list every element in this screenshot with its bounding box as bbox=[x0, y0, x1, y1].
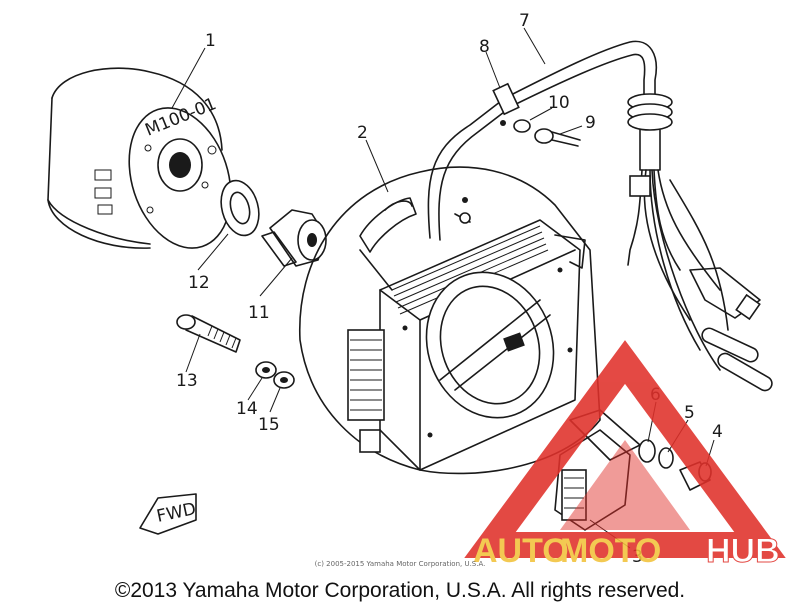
copyright-notice: ©2013 Yamaha Motor Corporation, U.S.A. A… bbox=[114, 579, 686, 602]
part-9-10-screw-washer bbox=[454, 119, 581, 224]
automotohub-watermark: AUTO MOTO HUB bbox=[464, 340, 786, 571]
callout-15: 15 bbox=[258, 415, 280, 435]
callout-10: 10 bbox=[548, 93, 570, 113]
part-6-washer bbox=[638, 439, 656, 463]
callout-7: 7 bbox=[519, 11, 530, 31]
callout-8: 8 bbox=[479, 37, 490, 57]
watermark-auto: AUTO bbox=[473, 532, 569, 570]
callout-12: 12 bbox=[188, 273, 210, 293]
callout-labels: 1 2 3 4 5 6 7 8 9 10 11 12 13 14 15 bbox=[176, 11, 723, 567]
callout-4: 4 bbox=[712, 422, 723, 442]
small-copyright-note: (c) 2005-2015 Yamaha Motor Corporation, … bbox=[314, 560, 486, 568]
callout-14: 14 bbox=[236, 399, 258, 419]
part-5-washer bbox=[658, 447, 674, 469]
part-13-bolt bbox=[176, 314, 241, 353]
part-3-pickup-coil bbox=[554, 409, 641, 531]
part-15-washer bbox=[273, 371, 295, 389]
fwd-label: FWD bbox=[155, 499, 198, 527]
part-12-washer bbox=[220, 179, 260, 237]
part-11-nut bbox=[261, 209, 327, 267]
callout-13: 13 bbox=[176, 371, 198, 391]
callout-2: 2 bbox=[357, 123, 368, 143]
watermark-hub: HUB bbox=[706, 532, 780, 570]
part-2-stator-plate bbox=[299, 166, 601, 475]
watermark-triangle-inner bbox=[560, 440, 690, 530]
callout-9: 9 bbox=[585, 113, 596, 133]
callout-11: 11 bbox=[248, 303, 270, 323]
callout-5: 5 bbox=[684, 403, 695, 423]
part-7-wire-harness bbox=[427, 40, 773, 392]
watermark-triangle-outer bbox=[464, 340, 786, 558]
part-1-flywheel-rotor: M100-01 bbox=[47, 67, 232, 249]
watermark-moto: MOTO bbox=[560, 532, 661, 570]
callout-1: 1 bbox=[205, 31, 216, 51]
part-14-washer bbox=[255, 361, 277, 379]
fwd-arrow: FWD bbox=[139, 493, 198, 535]
